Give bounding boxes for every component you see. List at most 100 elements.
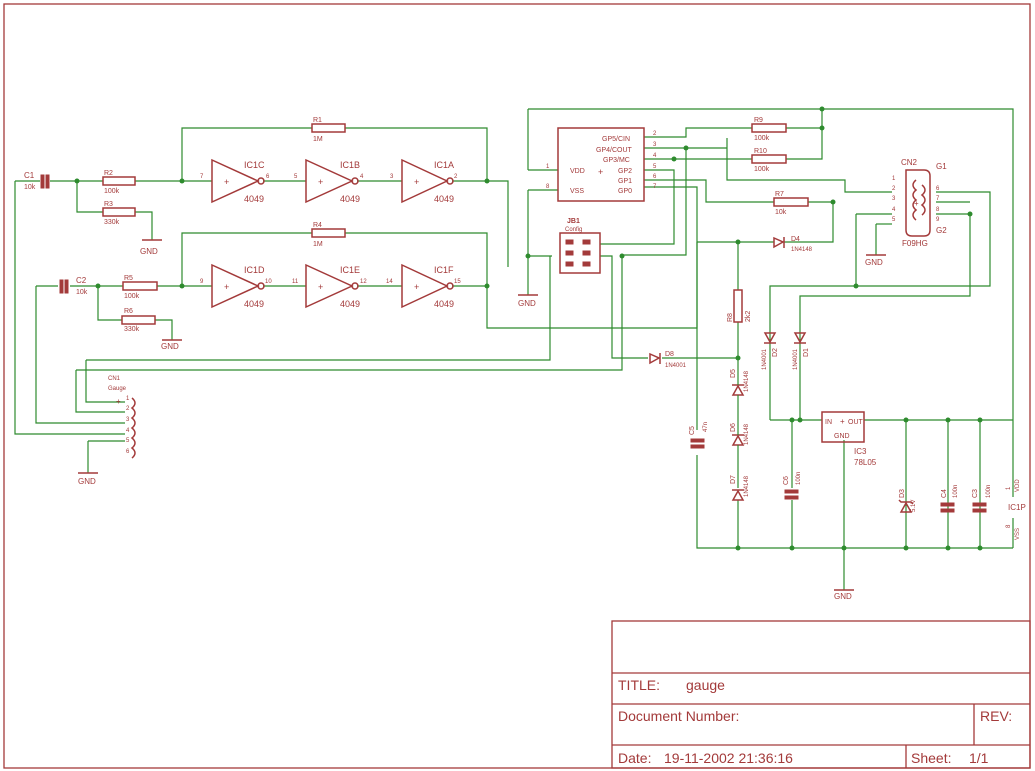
ic1p-vdd: VDD xyxy=(1015,479,1021,492)
gnd-label: GND xyxy=(161,342,179,351)
r10-name: R10 xyxy=(754,148,767,155)
svg-text:6: 6 xyxy=(653,174,657,180)
svg-text:5: 5 xyxy=(892,217,896,223)
ic1b-name: IC1B xyxy=(340,160,360,170)
ic1c-name: IC1C xyxy=(244,160,265,170)
cn2-value: F09HG xyxy=(902,239,928,248)
resistor-r7: R7 10k xyxy=(773,191,809,216)
svg-text:8: 8 xyxy=(936,207,940,213)
ic1p-vss: VSS xyxy=(1015,528,1021,540)
svg-text:8: 8 xyxy=(1006,524,1012,528)
resistor-r3: R3 330k xyxy=(102,201,136,226)
ic1p-name: IC1P xyxy=(1008,503,1026,512)
capacitor-c5: C5 47n xyxy=(689,422,709,449)
connector-cn1: CN1 Gauge + 1 2 3 4 5 6 xyxy=(108,376,136,459)
d7-name: D7 xyxy=(730,475,737,484)
c1-name: C1 xyxy=(24,171,35,180)
inverter-ic1a: + IC1A 4049 3 2 xyxy=(390,158,458,204)
capacitor-c1: C1 10k xyxy=(24,171,50,191)
ic1f-name: IC1F xyxy=(434,265,454,275)
r5-name: R5 xyxy=(124,275,133,282)
title-block: TITLE: gauge Document Number: REV: Date:… xyxy=(611,620,1031,769)
svg-text:2: 2 xyxy=(653,131,657,137)
d2-value: 1N4001 xyxy=(762,348,768,370)
svg-text:3: 3 xyxy=(390,174,394,180)
c6-value: 100n xyxy=(796,472,802,485)
ic1d-name: IC1D xyxy=(244,265,265,275)
svg-text:3: 3 xyxy=(126,417,130,423)
title-value: gauge xyxy=(686,677,725,693)
svg-text:+: + xyxy=(224,177,229,187)
sheet-frame xyxy=(3,3,1031,769)
svg-text:+: + xyxy=(598,167,603,177)
svg-text:+: + xyxy=(116,397,121,406)
c1-value: 10k xyxy=(24,184,36,191)
c6-name: C6 xyxy=(783,476,790,485)
r8-name: R8 xyxy=(727,313,734,322)
r8-value: 2k2 xyxy=(745,311,752,322)
r7-value: 10k xyxy=(775,209,787,216)
svg-text:7: 7 xyxy=(200,174,204,180)
sheet-value: 1/1 xyxy=(969,750,989,766)
d6-name: D6 xyxy=(730,423,737,432)
diode-d2: D2 1N4001 xyxy=(762,332,779,370)
svg-text:7: 7 xyxy=(936,196,940,202)
svg-text:14: 14 xyxy=(386,279,393,285)
c4-name: C4 xyxy=(941,489,948,498)
svg-text:2: 2 xyxy=(126,406,130,412)
resistor-r6: R6 330k xyxy=(121,308,156,333)
svg-text:9: 9 xyxy=(936,217,940,223)
inverter-ic1d: + IC1D 4049 9 10 xyxy=(200,263,272,309)
r7-name: R7 xyxy=(775,191,784,198)
ic2-pin-gp3: GP3/MC xyxy=(603,157,630,164)
resistor-r5: R5 100k xyxy=(122,275,158,300)
svg-text:5: 5 xyxy=(653,164,657,170)
inverter-ic1c: + IC1C 4049 7 6 xyxy=(200,158,270,204)
svg-text:3: 3 xyxy=(653,142,657,148)
regulator-ic3: IN OUT GND + IC3 78L05 xyxy=(821,411,877,467)
title-label: TITLE: xyxy=(618,677,660,693)
cn2-g1: G1 xyxy=(936,162,947,171)
c4-value: 100n xyxy=(953,485,959,498)
svg-text:4: 4 xyxy=(653,153,657,159)
ic3-in: IN xyxy=(825,419,832,426)
ground-symbol: GND xyxy=(78,472,98,486)
ic2-vss: VSS xyxy=(570,188,584,195)
svg-text:10: 10 xyxy=(265,279,272,285)
diode-d7: D7 1N4148 xyxy=(730,475,750,501)
d1-name: D1 xyxy=(803,348,810,357)
cn1-name: CN1 xyxy=(108,376,121,382)
svg-text:1: 1 xyxy=(1006,486,1012,490)
svg-text:15: 15 xyxy=(454,279,461,285)
revision-label: REV: xyxy=(980,708,1012,724)
ic3-value: 78L05 xyxy=(854,458,877,467)
resistor-r4: R4 1M xyxy=(311,222,346,248)
ic2-pin-gp4: GP4/COUT xyxy=(596,147,633,154)
d8-name: D8 xyxy=(665,351,674,358)
resistor-r2: R2 100k xyxy=(102,170,136,195)
svg-text:4: 4 xyxy=(360,174,364,180)
c3-value: 100n xyxy=(986,485,992,498)
diode-d3: D3 5.1V xyxy=(898,489,917,513)
cn1-value: Gauge xyxy=(108,386,127,392)
svg-text:1: 1 xyxy=(126,396,130,402)
d8-value: 1N4001 xyxy=(665,363,687,369)
ic1c-value: 4049 xyxy=(244,194,264,204)
ground-symbol: GND xyxy=(140,239,162,256)
jumper-block-jb1: JB1 Config xyxy=(559,218,601,274)
date-label: Date: xyxy=(618,750,651,766)
svg-text:9: 9 xyxy=(200,279,204,285)
svg-text:7: 7 xyxy=(653,184,657,190)
connector-cn2: CN2 F09HG G1 G2 + 1 2 3 4 5 6 7 8 9 xyxy=(892,158,947,248)
r2-name: R2 xyxy=(104,170,113,177)
ic3-out: OUT xyxy=(848,419,864,426)
svg-text:+: + xyxy=(840,417,845,426)
svg-text:1: 1 xyxy=(892,176,896,182)
d4-value: 1N4148 xyxy=(791,247,813,253)
r4-name: R4 xyxy=(313,222,322,229)
resistor-r9: R9 100k xyxy=(751,117,787,142)
gnd-label: GND xyxy=(78,477,96,486)
svg-text:+: + xyxy=(414,177,419,187)
